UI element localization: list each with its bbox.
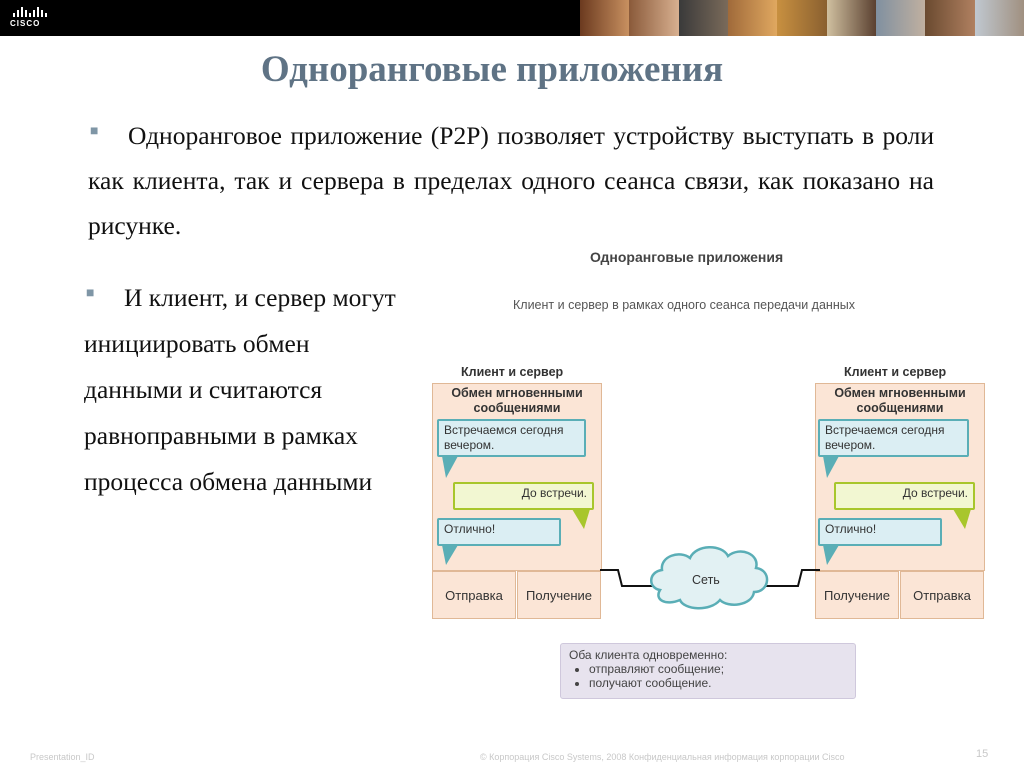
left-send-port: Отправка	[432, 571, 516, 619]
header-bar: CISCO	[0, 0, 1024, 36]
left-peer-label: Клиент и сервер	[461, 365, 564, 379]
header-photo-strip	[580, 0, 1024, 36]
left-message-2: До встречи.	[453, 482, 594, 510]
footer-copyright: © Корпорация Cisco Systems, 2008 Конфиде…	[480, 752, 845, 762]
right-receive-port: Получение	[815, 571, 899, 619]
page-number: 15	[976, 748, 989, 760]
right-message-2: До встречи.	[834, 482, 975, 510]
footer-presentation-id: Presentation_ID	[30, 752, 95, 762]
cisco-logo: CISCO	[10, 5, 60, 31]
diagram-subtitle: Клиент и сервер в рамках одного сеанса п…	[513, 298, 855, 312]
network-label: Сеть	[692, 573, 720, 587]
bubble-tail	[442, 456, 458, 478]
bullet-icon: ■	[86, 286, 95, 301]
bubble-tail	[953, 509, 971, 529]
bullet-icon: ■	[90, 124, 99, 139]
left-message-1: Встречаемся сегодня вечером.	[437, 419, 586, 457]
network-cloud-icon	[600, 546, 820, 610]
left-app-title: Обмен мгновенными сообщениями	[451, 386, 583, 415]
bullet-text-1: Одноранговое приложение (P2P) позволяет …	[88, 121, 934, 240]
bubble-tail	[572, 509, 590, 529]
left-receive-port: Получение	[517, 571, 601, 619]
right-app-title: Обмен мгновенными сообщениями	[834, 386, 966, 415]
bubble-tail	[442, 545, 458, 565]
slide-title: Одноранговые приложения	[260, 49, 724, 90]
right-message-3: Отлично!	[818, 518, 942, 546]
note-item: отправляют сообщение;	[589, 662, 847, 676]
right-peer-label: Клиент и сервер	[844, 365, 947, 379]
bullet-text-2: И клиент, и сервер могут инициировать об…	[84, 283, 396, 496]
left-message-3: Отлично!	[437, 518, 561, 546]
bubble-tail	[823, 545, 839, 565]
right-message-1: Встречаемся сегодня вечером.	[818, 419, 969, 457]
bubble-tail	[823, 456, 839, 478]
note-item: получают сообщение.	[589, 676, 847, 690]
note-box: Оба клиента одновременно: отправляют соо…	[560, 643, 856, 699]
right-send-port: Отправка	[900, 571, 984, 619]
diagram-title: Одноранговые приложения	[590, 249, 784, 265]
note-title: Оба клиента одновременно:	[569, 648, 728, 662]
